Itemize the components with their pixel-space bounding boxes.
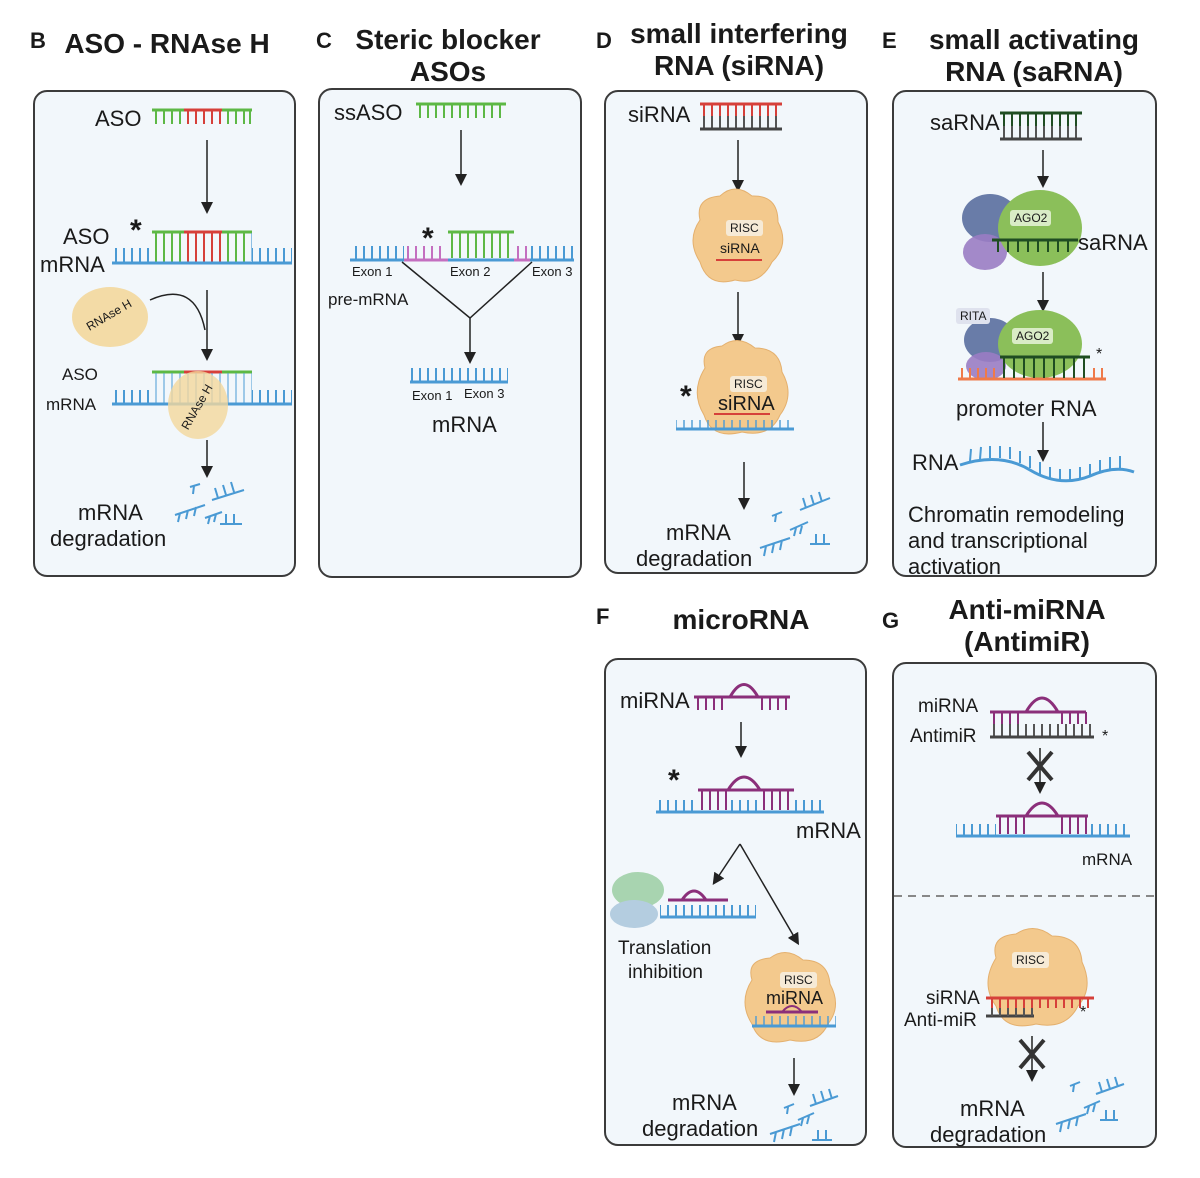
panel-f-degradation-line1: mRNA — [672, 1090, 737, 1115]
panel-g-degradation-line1: mRNA — [960, 1096, 1025, 1121]
panel-e-sarna-label-2: saRNA — [1078, 230, 1148, 255]
panel-f-mrna-label: mRNA — [796, 818, 861, 843]
panel-e-promoter-label: promoter RNA — [956, 396, 1097, 421]
panel-d-risc1-sirna: siRNA — [720, 240, 760, 256]
panel-g-star: * — [1102, 728, 1109, 745]
panel-c-exon1: Exon 1 — [352, 264, 393, 279]
panel-c-title-line1: Steric blocker — [355, 24, 541, 55]
panel-f-translation-line2: inhibition — [628, 962, 703, 983]
panel-g-degradation-line2: degradation — [930, 1122, 1047, 1147]
panel-g-frame — [892, 662, 1157, 1148]
panel-e-sarna-label: saRNA — [930, 110, 1000, 135]
panel-c-frame — [318, 88, 582, 578]
panel-g-star-2: * — [1080, 1004, 1087, 1021]
panel-e-title-line2: RNA (saRNA) — [945, 56, 1123, 87]
panel-d-letter: D — [596, 28, 612, 53]
panel-b-letter: B — [30, 28, 46, 53]
panel-b-title: ASO - RNAse H — [64, 28, 270, 59]
panel-e-star: * — [1096, 346, 1103, 363]
panel-c-star: * — [422, 222, 434, 255]
panel-d-frame — [604, 90, 868, 574]
panel-c-ssaso-label: ssASO — [334, 100, 403, 125]
panel-f-risc-mirna: miRNA — [766, 988, 823, 1008]
panel-c-exon1-spliced: Exon 1 — [412, 388, 453, 403]
panel-f-mirna-label: miRNA — [620, 688, 690, 713]
panel-g-letter: G — [882, 608, 900, 633]
panel-e-title-line1: small activating — [928, 24, 1140, 55]
panel-b-mrna-hybrid-label: mRNA — [40, 252, 105, 277]
panel-f-letter: F — [596, 604, 610, 629]
panel-f-graphics — [610, 683, 839, 1143]
panel-f-star: * — [668, 764, 680, 797]
panel-f-degradation-line2: degradation — [642, 1116, 759, 1141]
panel-d-risc2-sirna: siRNA — [718, 393, 775, 415]
panel-c-pre-mrna: pre-mRNA — [328, 290, 409, 309]
panel-c-letter: C — [316, 28, 332, 53]
panel-d-title-line2: RNA (siRNA) — [653, 50, 825, 81]
panel-d-graphics — [676, 102, 831, 557]
panel-d-degradation-line1: mRNA — [666, 520, 731, 545]
panel-b-aso-bound-label: ASO — [62, 365, 98, 384]
panel-b-star: * — [130, 214, 142, 247]
panel-b-aso-hybrid-label: ASO — [63, 224, 110, 249]
panel-g-title-line2: (AntimiR) — [964, 626, 1090, 657]
panel-c-exon2: Exon 2 — [450, 264, 491, 279]
panel-g-risc-label: RISC — [1012, 952, 1049, 968]
panel-c-mrna: mRNA — [432, 412, 497, 437]
panel-c-exon3-spliced: Exon 3 — [464, 386, 505, 401]
panel-b-mrna-bound-label: mRNA — [46, 395, 97, 414]
panel-b-graphics — [72, 108, 292, 525]
panel-g-mirna-label: miRNA — [918, 696, 979, 717]
panel-b-degradation-line2: degradation — [50, 526, 167, 551]
panel-c-title-line2: ASOs — [409, 56, 487, 87]
panel-g-antimir-label-2: Anti-miR — [904, 1010, 977, 1031]
panel-d-star: * — [680, 380, 692, 413]
panel-g-graphics — [894, 696, 1155, 1133]
panel-g-title-line1: Anti-miRNA — [948, 594, 1106, 625]
panel-e-outcome-line3: activation — [908, 554, 1001, 579]
panel-b-aso-label: ASO — [95, 106, 142, 131]
panel-c-exon3: Exon 3 — [532, 264, 573, 279]
panel-e-ago2-label-2: AGO2 — [1012, 328, 1054, 344]
panel-e-graphics — [958, 111, 1135, 483]
panel-d-title-line1: small interfering — [630, 18, 848, 49]
panel-b-frame — [33, 90, 296, 577]
panel-e-rita-label: RITA — [956, 308, 991, 324]
panel-d-risc2-label: RISC — [730, 376, 767, 392]
panel-d-risc1-label: RISC — [726, 220, 763, 236]
panel-e-rna-label: RNA — [912, 450, 959, 475]
panel-e-outcome-line1: Chromatin remodeling — [908, 502, 1125, 527]
panel-g-antimir-label: AntimiR — [910, 726, 977, 747]
panel-e-letter: E — [882, 28, 897, 53]
panel-g-mrna-label: mRNA — [1082, 850, 1133, 869]
panel-e-ago2-label-1: AGO2 — [1010, 210, 1052, 226]
panel-e-outcome-line2: and transcriptional — [908, 528, 1088, 553]
panel-f-translation-line1: Translation — [618, 938, 712, 959]
panel-c-graphics — [350, 102, 574, 384]
panel-f-title: microRNA — [672, 604, 810, 635]
panel-b-degradation-line1: mRNA — [78, 500, 143, 525]
panel-f-risc-label: RISC — [780, 972, 817, 988]
panel-d-degradation-line2: degradation — [636, 546, 753, 571]
panel-g-sirna-label: siRNA — [926, 988, 980, 1009]
panel-d-sirna-label: siRNA — [628, 102, 691, 127]
